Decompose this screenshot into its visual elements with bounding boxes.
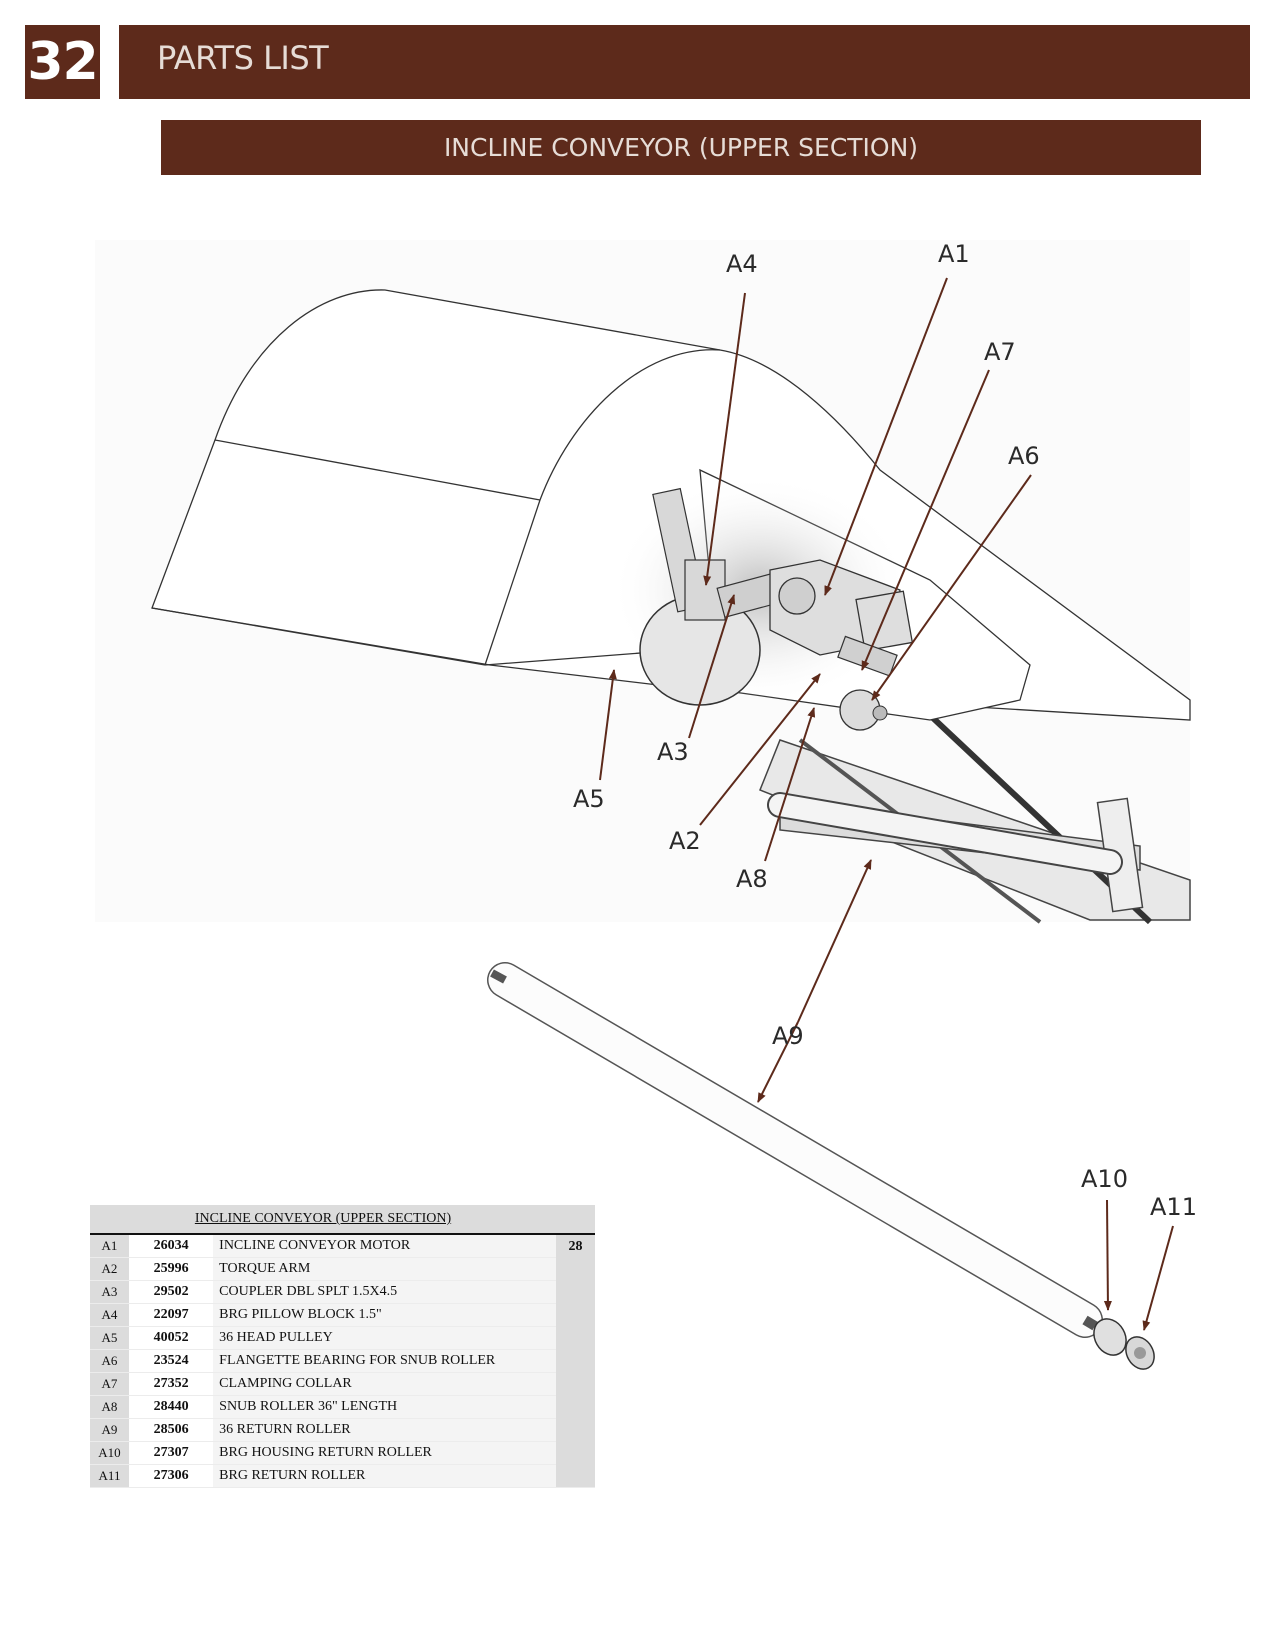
cell-item: A9 xyxy=(90,1418,129,1442)
cell-part: 26034 xyxy=(129,1234,214,1258)
cell-part: 23524 xyxy=(129,1349,214,1373)
cell-part: 28506 xyxy=(129,1418,214,1442)
header-title: PARTS LIST xyxy=(157,39,329,77)
callout-a9: A9 xyxy=(772,1022,804,1050)
cell-description: BRG RETURN ROLLER xyxy=(213,1464,556,1488)
cell-description: FLANGETTE BEARING FOR SNUB ROLLER xyxy=(213,1349,556,1373)
cell-description: 36 HEAD PULLEY xyxy=(213,1326,556,1350)
return-roller xyxy=(487,962,1103,1338)
table-caption: INCLINE CONVEYOR (UPPER SECTION) xyxy=(90,1205,556,1235)
cell-part: 28440 xyxy=(129,1395,214,1419)
section-title: INCLINE CONVEYOR (UPPER SECTION) xyxy=(161,120,1201,175)
callout-a3: A3 xyxy=(657,738,689,766)
cell-item: A8 xyxy=(90,1395,129,1419)
header-bar: PARTS LIST xyxy=(119,25,1250,99)
page-number: 32 xyxy=(25,25,100,99)
callout-a1: A1 xyxy=(938,240,970,268)
cell-item: A5 xyxy=(90,1326,129,1350)
brg-housing-return-roller xyxy=(1093,1318,1127,1356)
snub-roller xyxy=(767,792,1123,875)
callout-a2: A2 xyxy=(669,827,701,855)
conveyor-motor xyxy=(769,559,914,656)
callout-a10: A10 xyxy=(1081,1165,1128,1193)
callout-a6: A6 xyxy=(1008,442,1040,470)
cell-item: A1 xyxy=(90,1234,129,1258)
cell-description: CLAMPING COLLAR xyxy=(213,1372,556,1396)
cell-description: SNUB ROLLER 36" LENGTH xyxy=(213,1395,556,1419)
cell-item: A2 xyxy=(90,1257,129,1281)
cell-part: 25996 xyxy=(129,1257,214,1281)
cell-page-ref: 28 xyxy=(555,1234,595,1488)
cell-part: 22097 xyxy=(129,1303,214,1327)
callout-a11: A11 xyxy=(1150,1193,1197,1221)
cell-item: A7 xyxy=(90,1372,129,1396)
callout-a4: A4 xyxy=(726,250,758,278)
callout-a5: A5 xyxy=(573,785,605,813)
cell-description: 36 RETURN ROLLER xyxy=(213,1418,556,1442)
conveyor-diagram xyxy=(151,277,1191,1370)
cell-description: COUPLER DBL SPLT 1.5X4.5 xyxy=(213,1280,556,1304)
bearing-bore xyxy=(1134,1347,1146,1359)
cell-item: A11 xyxy=(90,1464,129,1488)
cell-description: TORQUE ARM xyxy=(213,1257,556,1281)
cell-item: A4 xyxy=(90,1303,129,1327)
callout-a8: A8 xyxy=(736,865,768,893)
cell-item: A10 xyxy=(90,1441,129,1465)
cell-description: INCLINE CONVEYOR MOTOR xyxy=(213,1234,556,1258)
cell-part: 27307 xyxy=(129,1441,214,1465)
cell-description: BRG HOUSING RETURN ROLLER xyxy=(213,1441,556,1465)
cell-part: 27352 xyxy=(129,1372,214,1396)
cell-description: BRG PILLOW BLOCK 1.5" xyxy=(213,1303,556,1327)
leader-lines xyxy=(599,277,1174,1331)
cell-part: 40052 xyxy=(129,1326,214,1350)
cell-part: 29502 xyxy=(129,1280,214,1304)
cell-item: A6 xyxy=(90,1349,129,1373)
cell-item: A3 xyxy=(90,1280,129,1304)
cell-part: 27306 xyxy=(129,1464,214,1488)
callout-a7: A7 xyxy=(984,338,1016,366)
clamping-collar xyxy=(872,705,888,721)
